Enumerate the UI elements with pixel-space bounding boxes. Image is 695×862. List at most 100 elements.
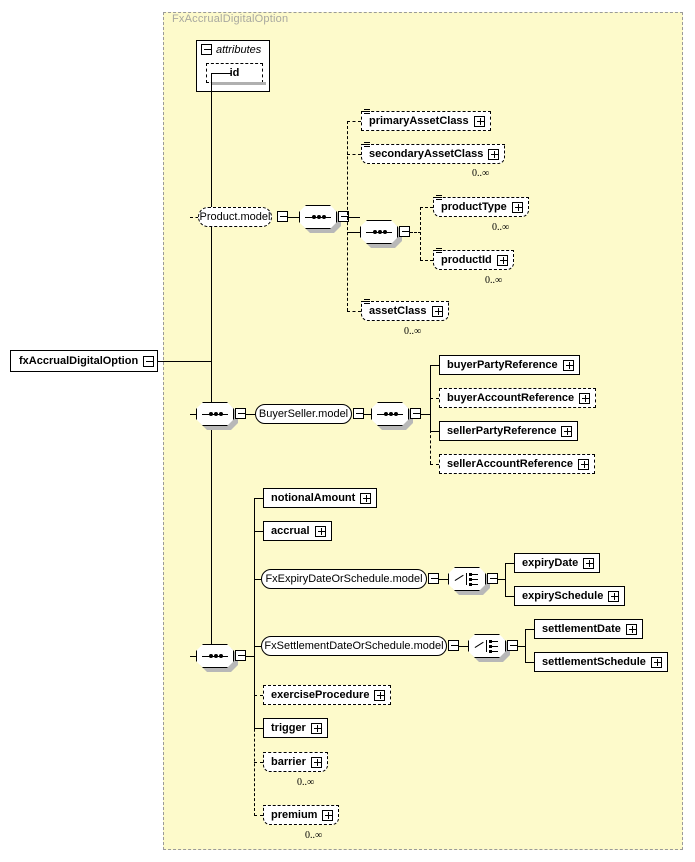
- spine-productmodel-children: [347, 121, 348, 311]
- element-accrual[interactable]: accrual: [263, 521, 335, 544]
- group-product-model[interactable]: Product.model: [198, 207, 275, 230]
- element-secondaryAssetClass[interactable]: secondaryAssetClass: [361, 142, 509, 167]
- choice-fxsettlement-collapse-icon[interactable]: [507, 640, 518, 651]
- element-productId-expand-icon[interactable]: [496, 254, 508, 266]
- element-productId[interactable]: productId: [433, 248, 517, 273]
- element-exerciseProcedure[interactable]: exerciseProcedure: [263, 685, 395, 708]
- choice-icon[interactable]: [468, 634, 506, 658]
- choice-fxexpiry-collapse-icon[interactable]: [487, 573, 498, 584]
- element-trigger[interactable]: trigger: [263, 718, 331, 741]
- element-notionalAmount-expand-icon[interactable]: [360, 492, 372, 504]
- element-sellerAccountReference[interactable]: sellerAccountReference: [439, 454, 598, 477]
- element-buyerPartyReference-expand-icon[interactable]: [562, 359, 574, 371]
- element-trigger-label: trigger: [271, 722, 306, 734]
- element-sellerAccountReference-expand-icon[interactable]: [577, 458, 589, 470]
- group-product-model-collapse-icon[interactable]: [277, 211, 288, 222]
- group-buyerseller-model-collapse-icon[interactable]: [353, 408, 364, 419]
- element-exerciseProcedure-expand-icon[interactable]: [374, 689, 386, 701]
- choice-fxsettlement[interactable]: [468, 634, 510, 662]
- spine-body-solid: [254, 498, 255, 728]
- attributes-header[interactable]: attributes: [197, 41, 271, 58]
- sequence-product-inner[interactable]: [360, 220, 402, 248]
- element-assetClass[interactable]: assetClass: [361, 298, 452, 324]
- element-primaryAssetClass[interactable]: primaryAssetClass: [361, 109, 494, 134]
- element-productType-label: productType: [441, 201, 507, 213]
- connector-body-seq-out: [246, 656, 255, 657]
- element-trigger-expand-icon[interactable]: [310, 722, 322, 734]
- group-fxsettlement-model-collapse-icon[interactable]: [448, 640, 459, 651]
- connector-trunk-to-buyerseller-seq: [190, 414, 196, 415]
- group-fxsettlement-model[interactable]: FxSettlementDateOrSchedule.model: [261, 636, 450, 659]
- element-notionalAmount[interactable]: notionalAmount: [263, 488, 381, 511]
- sequence-body[interactable]: [196, 644, 238, 672]
- sequence-icon[interactable]: [196, 644, 234, 668]
- element-accrual-expand-icon[interactable]: [314, 525, 326, 537]
- spine-fxexpiry-children: [505, 563, 506, 597]
- element-expiryDate-expand-icon[interactable]: [583, 557, 595, 569]
- attribute-id[interactable]: id: [206, 63, 266, 85]
- sequence-product-model-collapse-icon[interactable]: [338, 211, 349, 222]
- element-sellerPartyReference[interactable]: sellerPartyReference: [439, 421, 582, 444]
- element-buyerPartyReference[interactable]: buyerPartyReference: [439, 355, 583, 378]
- sequence-product-model[interactable]: [299, 205, 341, 233]
- connector-spine-to-settlementDate: [525, 629, 534, 630]
- element-sellerPartyReference-label: sellerPartyReference: [447, 425, 557, 437]
- complextype-container: [163, 12, 683, 850]
- sequence-glyph: [366, 228, 392, 236]
- group-buyerseller-model[interactable]: BuyerSeller.model: [255, 404, 355, 427]
- cardinality-productId: 0..∞: [485, 275, 503, 286]
- attributes-collapse-icon[interactable]: [201, 44, 212, 55]
- element-premium[interactable]: premium: [263, 805, 343, 828]
- choice-icon[interactable]: [448, 567, 486, 591]
- group-fxsettlement-model-label: FxSettlementDateOrSchedule.model: [264, 640, 444, 652]
- element-expirySchedule-expand-icon[interactable]: [608, 590, 620, 602]
- sequence-icon[interactable]: [360, 220, 398, 244]
- element-premium-expand-icon[interactable]: [322, 809, 334, 821]
- element-barrier[interactable]: barrier: [263, 752, 331, 775]
- element-expirySchedule[interactable]: expirySchedule: [514, 586, 629, 609]
- connector-spine-to-notionalAmount: [254, 498, 263, 499]
- element-settlementDate-expand-icon[interactable]: [625, 623, 637, 635]
- element-buyerAccountReference-expand-icon[interactable]: [579, 392, 591, 404]
- choice-fxexpiry[interactable]: [448, 567, 490, 595]
- sequence-buyerseller-inner-collapse-icon[interactable]: [410, 408, 421, 419]
- element-settlementDate-label: settlementDate: [542, 623, 621, 635]
- connector-spine-to-settlementSchedule: [525, 662, 534, 663]
- element-settlementDate[interactable]: settlementDate: [534, 619, 646, 642]
- element-sellerPartyReference-expand-icon[interactable]: [561, 425, 573, 437]
- sequence-buyerseller-inner[interactable]: [371, 402, 413, 430]
- group-fxexpiry-model-collapse-icon[interactable]: [428, 573, 439, 584]
- element-productType[interactable]: productType: [433, 194, 532, 220]
- group-buyerseller-model-label: BuyerSeller.model: [258, 408, 349, 420]
- root-element-fxaccrualdigitaloption[interactable]: fxAccrualDigitalOption: [10, 350, 161, 375]
- element-settlementSchedule[interactable]: settlementSchedule: [534, 652, 671, 675]
- element-assetClass-label: assetClass: [369, 305, 427, 317]
- element-secondaryAssetClass-expand-icon[interactable]: [488, 148, 500, 160]
- element-expiryDate[interactable]: expiryDate: [514, 553, 604, 576]
- element-secondaryAssetClass-label: secondaryAssetClass: [369, 148, 484, 160]
- element-assetClass-expand-icon[interactable]: [431, 305, 443, 317]
- sequence-glyph: [202, 410, 228, 418]
- spine-product-inner-children: [420, 207, 421, 260]
- element-primaryAssetClass-expand-icon[interactable]: [473, 115, 485, 127]
- element-barrier-expand-icon[interactable]: [310, 756, 322, 768]
- element-expirySchedule-label: expirySchedule: [522, 590, 604, 602]
- sequence-body-collapse-icon[interactable]: [235, 650, 246, 661]
- sequence-product-inner-collapse-icon[interactable]: [399, 226, 410, 237]
- sequence-icon[interactable]: [196, 402, 234, 426]
- group-fxexpiry-model[interactable]: FxExpiryDateOrSchedule.model: [261, 569, 430, 592]
- element-productId-label: productId: [441, 254, 492, 266]
- sequence-buyerseller-outer[interactable]: [196, 402, 238, 430]
- simpletype-icon: [364, 298, 371, 306]
- sequence-icon[interactable]: [299, 205, 337, 229]
- sequence-icon[interactable]: [371, 402, 409, 426]
- element-buyerAccountReference[interactable]: buyerAccountReference: [439, 388, 600, 411]
- sequence-buyerseller-outer-collapse-icon[interactable]: [235, 408, 246, 419]
- element-settlementSchedule-label: settlementSchedule: [542, 656, 646, 668]
- simpletype-icon: [436, 194, 443, 202]
- element-settlementSchedule-expand-icon[interactable]: [650, 656, 662, 668]
- element-productType-expand-icon[interactable]: [511, 201, 523, 213]
- connector-spine-to-primaryassetclass: [347, 121, 361, 122]
- root-element-collapse-icon[interactable]: [143, 355, 155, 367]
